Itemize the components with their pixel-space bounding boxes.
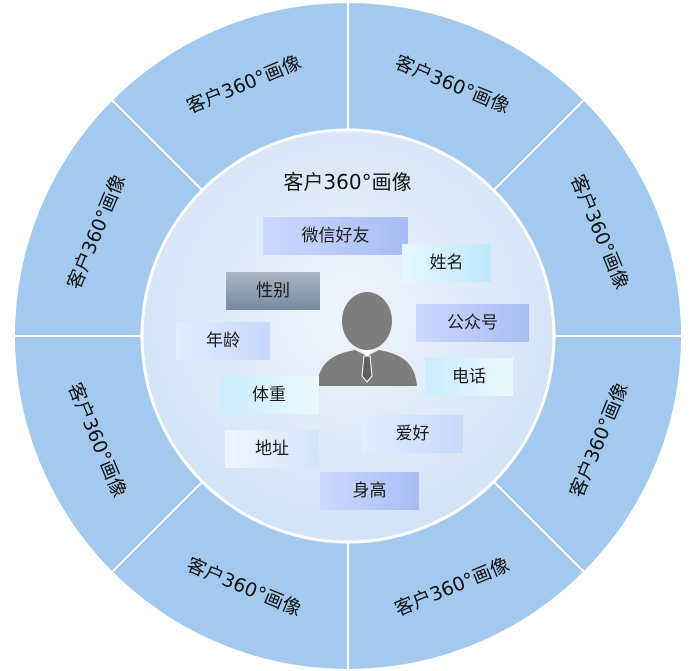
person-silhouette-icon xyxy=(317,292,417,386)
tag-gender: 性别 xyxy=(226,272,320,310)
outer-ring xyxy=(12,0,684,671)
tag-phone: 电话 xyxy=(425,358,513,396)
tag-age: 年龄 xyxy=(176,322,270,360)
tag-wechat-friends: 微信好友 xyxy=(263,217,408,255)
tag-address: 地址 xyxy=(225,430,319,468)
tag-height: 身高 xyxy=(320,472,419,510)
tag-weight: 体重 xyxy=(219,376,319,414)
tag-name: 姓名 xyxy=(402,244,491,282)
tag-official-account: 公众号 xyxy=(416,304,529,342)
tag-hobby: 爱好 xyxy=(362,415,463,453)
center-title: 客户360°画像 xyxy=(283,170,412,194)
